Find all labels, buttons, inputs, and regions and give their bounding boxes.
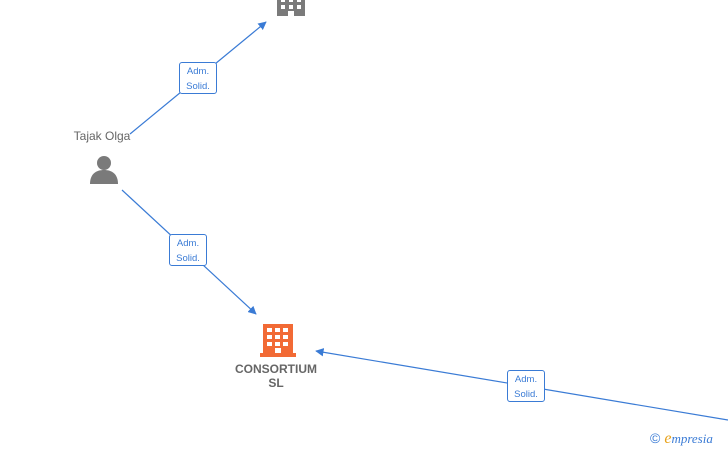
edge-label-line2: Solid. [186,81,210,92]
edge-label-line2: Solid. [514,389,538,400]
edge-label-line1: Adm. [514,374,538,385]
footer-brand: ©empresia [650,430,713,448]
person-icon[interactable] [90,156,118,184]
edge-label-person-to-company-main[interactable]: Adm. Solid. [169,234,207,266]
copyright-icon: © [650,430,661,446]
edge-label-line1: Adm. [176,238,200,249]
brand-logo-text: mpresia [671,431,713,446]
company-top-building-icon[interactable] [277,0,305,16]
edge-label-line1: Adm. [186,66,210,77]
person-name-label[interactable]: Tajak Olga [73,129,131,143]
company-main-building-icon[interactable] [260,324,296,357]
edge-label-person-to-company-top[interactable]: Adm. Solid. [179,62,217,94]
company-name-line1: CONSORTIUM [235,362,317,376]
company-main-name-label[interactable]: CONSORTIUM SL [226,362,326,390]
brand-logo-initial: e [664,430,672,447]
edge-label-offscreen-to-company-main[interactable]: Adm. Solid. [507,370,545,402]
company-name-line2: SL [268,376,284,390]
edge-label-line2: Solid. [176,253,200,264]
